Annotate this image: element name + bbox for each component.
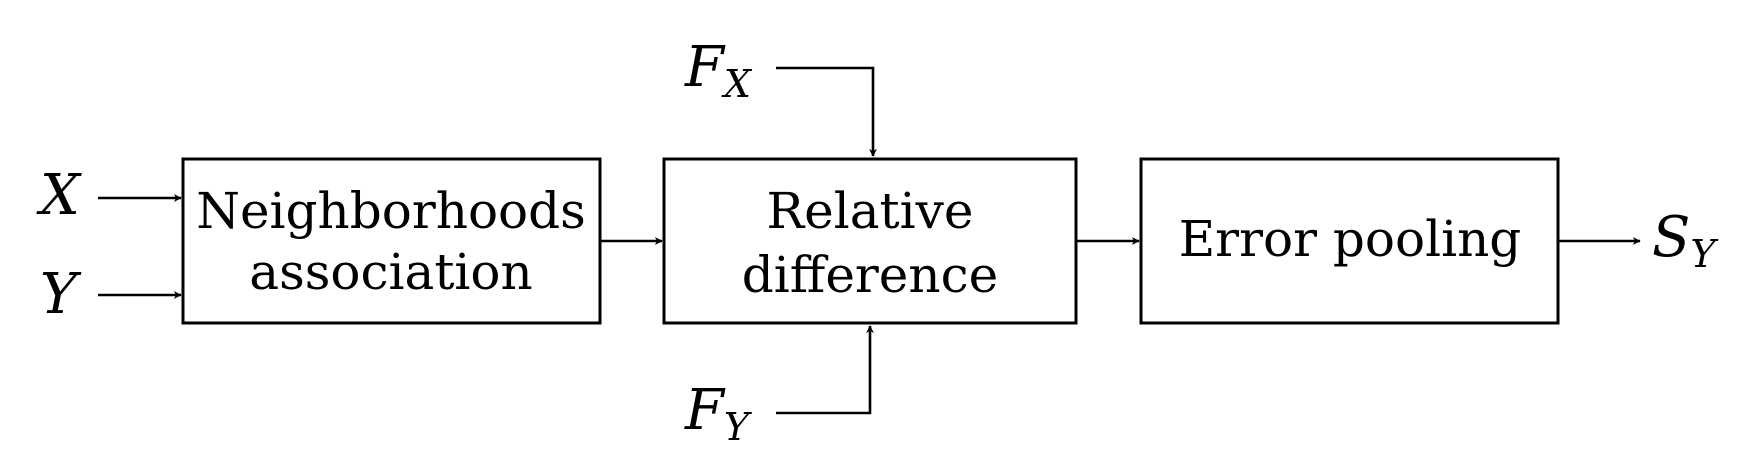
input-fy-label: FY xyxy=(684,378,753,449)
input-y-label: Y xyxy=(40,262,82,327)
input-fy-base: F xyxy=(684,378,726,443)
neighborhoods-block-label-line2: association xyxy=(249,243,532,301)
input-fy-sub: Y xyxy=(724,405,753,449)
input-x-label: X xyxy=(36,163,82,228)
arrow-fx-to-relative xyxy=(776,66,877,157)
neighborhoods-block-label-line1: Neighborhoods xyxy=(196,182,586,240)
input-fx-base: F xyxy=(684,35,726,100)
arrow-fy-to-relative xyxy=(776,325,874,415)
output-sy-label: SY xyxy=(1652,205,1719,276)
input-fx-sub: X xyxy=(721,62,753,106)
pooling-block-label: Error pooling xyxy=(1179,210,1522,268)
output-sy-sub: Y xyxy=(1690,232,1719,276)
input-fx-label: FX xyxy=(684,35,753,106)
relative-block-label-line2: difference xyxy=(742,246,998,304)
output-sy-base: S xyxy=(1652,205,1690,270)
relative-block-label-line1: Relative xyxy=(767,182,974,240)
